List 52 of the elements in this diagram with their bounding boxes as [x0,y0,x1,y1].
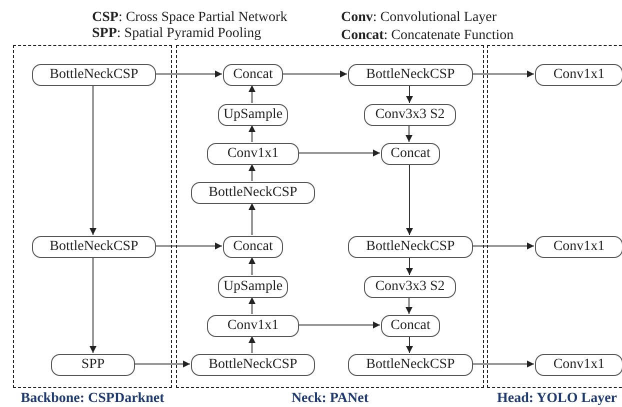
arrow [282,70,348,78]
arrow [472,70,534,78]
layer-box: BottleNeckCSP [191,354,315,376]
layer-box: Concat [381,315,440,337]
abbreviation-note: SPP: Spatial Pyramid Pooling [92,26,262,42]
abbreviation-note: Concat: Concatenate Function [341,28,514,44]
arrow [248,124,256,142]
layer-box: Conv1x1 [535,354,622,376]
layer-box: Conv3x3 S2 [364,276,456,298]
layer-box: Conv1x1 [535,64,622,86]
arrow [406,336,413,354]
arrow [406,124,412,142]
layer-box: Concat [223,236,283,258]
layer-box: UpSample [218,276,288,298]
arrow [154,242,222,250]
abbreviation-note: CSP: Cross Space Partial Network [92,10,288,26]
arrow [298,150,380,156]
layer-box: Conv1x1 [207,315,299,337]
group-title: Neck: PANet [290,391,370,407]
layer-box: SPP [51,354,135,376]
layer-box: BottleNeckCSP [348,236,473,258]
layer-box: Conv1x1 [535,236,622,258]
layer-box: UpSample [218,104,288,126]
arrow [472,242,534,250]
arrow [406,84,413,104]
arrow [406,164,413,236]
arrow [154,70,222,78]
layer-box: Conv3x3 S2 [364,104,456,126]
arrow [298,322,380,328]
group-title: Backbone: CSPDarknet [20,391,166,407]
arrow [248,256,256,276]
arrow [248,296,256,314]
arrow [406,296,412,314]
layer-box: Concat [381,143,440,165]
arrow [90,84,96,236]
group-title: Head: YOLO Layer [496,391,618,407]
abbreviation-note: Conv: Convolutional Layer [341,10,497,26]
layer-box: Conv1x1 [207,143,299,165]
layer-box: BottleNeckCSP [32,236,156,258]
layer-box: BottleNeckCSP [348,64,473,86]
arrow [472,360,534,368]
arrow [248,84,256,104]
layer-box: BottleNeckCSP [348,354,473,376]
layer-box: Concat [223,64,283,86]
arrow [406,256,413,276]
arrow [248,202,256,236]
arrow [248,336,256,354]
arrow [248,164,256,182]
layer-box: BottleNeckCSP [32,64,156,86]
arrow [90,256,96,354]
layer-box: BottleNeckCSP [191,182,315,204]
arrow [134,360,190,368]
